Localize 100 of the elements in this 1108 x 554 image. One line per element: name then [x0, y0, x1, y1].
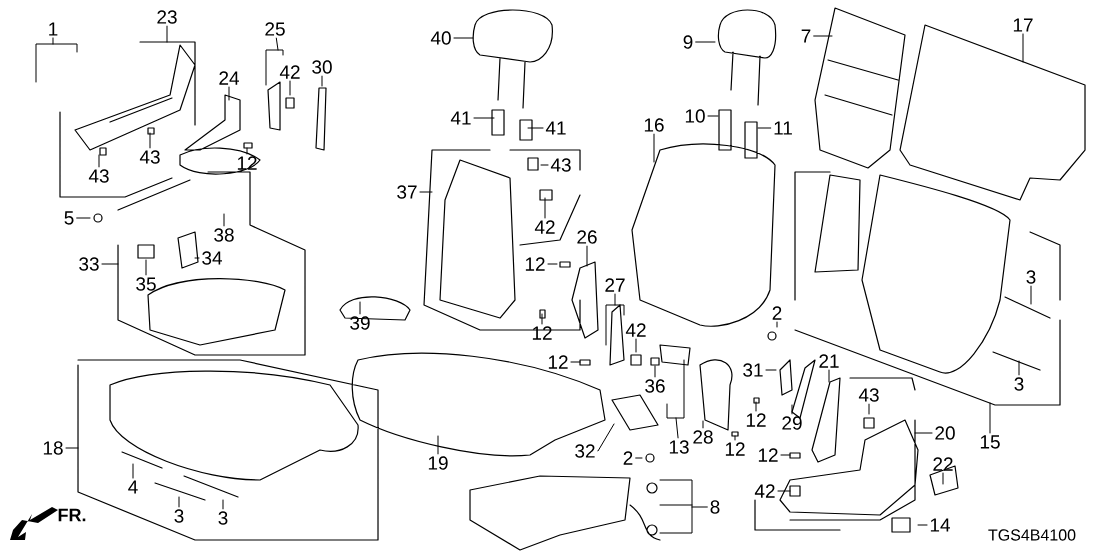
callout-number: 12 [758, 448, 778, 462]
leader-line [223, 213, 225, 227]
leader-line [635, 338, 637, 353]
callout-number: 21 [819, 354, 839, 368]
callout-number: 33 [79, 257, 99, 271]
leader-line [246, 147, 248, 155]
leader-line [166, 25, 168, 43]
leader-line [541, 313, 543, 325]
leader-line [228, 86, 230, 101]
callout-number: 42 [625, 323, 646, 337]
leader-line [437, 435, 439, 455]
leader-line [145, 259, 147, 276]
callout-number: 43 [858, 388, 879, 402]
callout-number: 10 [685, 109, 705, 123]
callout-number: 16 [644, 118, 664, 132]
leader-line [194, 257, 200, 259]
callout-number: 36 [645, 379, 665, 393]
callout-number: 28 [693, 430, 713, 444]
leader-line [101, 263, 119, 265]
callout-number: 43 [550, 158, 571, 172]
leader-line [540, 164, 549, 166]
callout-number: 12 [746, 413, 766, 427]
callout-number: 12 [725, 442, 745, 456]
leader-line [791, 404, 793, 415]
leader-line [654, 365, 656, 378]
callout-number: 12 [237, 156, 257, 170]
callout-number: 26 [577, 230, 597, 244]
leader-line [917, 524, 928, 526]
callout-number: 5 [64, 211, 74, 225]
bracket [659, 479, 693, 534]
leader-line [547, 263, 558, 265]
callout-number: 15 [980, 435, 1000, 449]
leader-line [707, 115, 719, 117]
leader-line [222, 499, 224, 510]
leader-line [914, 432, 933, 434]
leader-line [52, 37, 54, 45]
leader-line [691, 506, 708, 508]
leader-line [65, 447, 79, 449]
leader-line [776, 321, 778, 328]
bracket [666, 359, 685, 419]
leader-line [275, 37, 279, 51]
callout-number: 9 [683, 35, 693, 49]
callout-number: 12 [525, 257, 545, 271]
callout-number: 42 [754, 484, 775, 498]
leader-line [1018, 360, 1020, 376]
leader-line [942, 472, 944, 485]
callout-number: 39 [350, 316, 370, 330]
callout-number: 3 [1026, 270, 1036, 284]
callout-number: 14 [930, 518, 950, 532]
bracket [35, 43, 78, 83]
callout-number: 30 [312, 60, 332, 74]
callout-number: 3 [218, 511, 228, 525]
callout-number: 13 [669, 440, 689, 454]
callout-number: 27 [605, 278, 625, 292]
leader-line [1030, 285, 1032, 305]
leader-line [702, 420, 704, 429]
callout-number: 1 [49, 22, 58, 36]
direction-label: FR. [58, 508, 86, 522]
callout-number: 34 [202, 251, 222, 265]
callout-number: 18 [43, 441, 63, 455]
leader-line [813, 35, 833, 37]
callout-number: 37 [397, 185, 417, 199]
leader-line [76, 217, 91, 219]
callout-number: 3 [174, 509, 184, 523]
drawing-code: TGS4B4100 [988, 529, 1076, 541]
callout-number: 43 [88, 169, 109, 183]
bracket [605, 304, 625, 346]
callout-number: 25 [265, 22, 285, 36]
callout-number: 41 [545, 121, 566, 135]
callout-number: 35 [136, 277, 156, 291]
callout-number: 41 [450, 111, 471, 125]
callout-number: 31 [743, 363, 763, 377]
callout-number: 17 [1013, 18, 1033, 32]
leader-line [675, 417, 679, 439]
callout-number: 29 [782, 416, 802, 430]
leader-line [755, 401, 757, 412]
leader-line [695, 41, 716, 43]
leader-line [132, 463, 134, 479]
callout-number: 19 [428, 456, 448, 470]
leader-line [586, 245, 588, 267]
callout-number: 2 [772, 306, 782, 320]
callout-number: 7 [801, 29, 811, 43]
leader-line [780, 454, 791, 456]
leader-line [98, 154, 100, 168]
leader-line [597, 423, 615, 452]
leader-line [1022, 33, 1024, 63]
leader-line [570, 361, 581, 363]
leader-line [653, 133, 655, 163]
leader-line [527, 127, 544, 129]
leader-line [757, 127, 772, 129]
leader-line [544, 197, 546, 219]
leader-line [149, 132, 151, 149]
callout-number: 2 [623, 451, 633, 465]
leader-line [868, 403, 870, 415]
leader-line [289, 80, 291, 96]
callout-number: 3 [1014, 377, 1024, 391]
callout-number: 12 [532, 326, 552, 340]
leader-line [453, 37, 474, 39]
callout-number: 23 [157, 10, 177, 24]
callout-number: 12 [548, 355, 568, 369]
